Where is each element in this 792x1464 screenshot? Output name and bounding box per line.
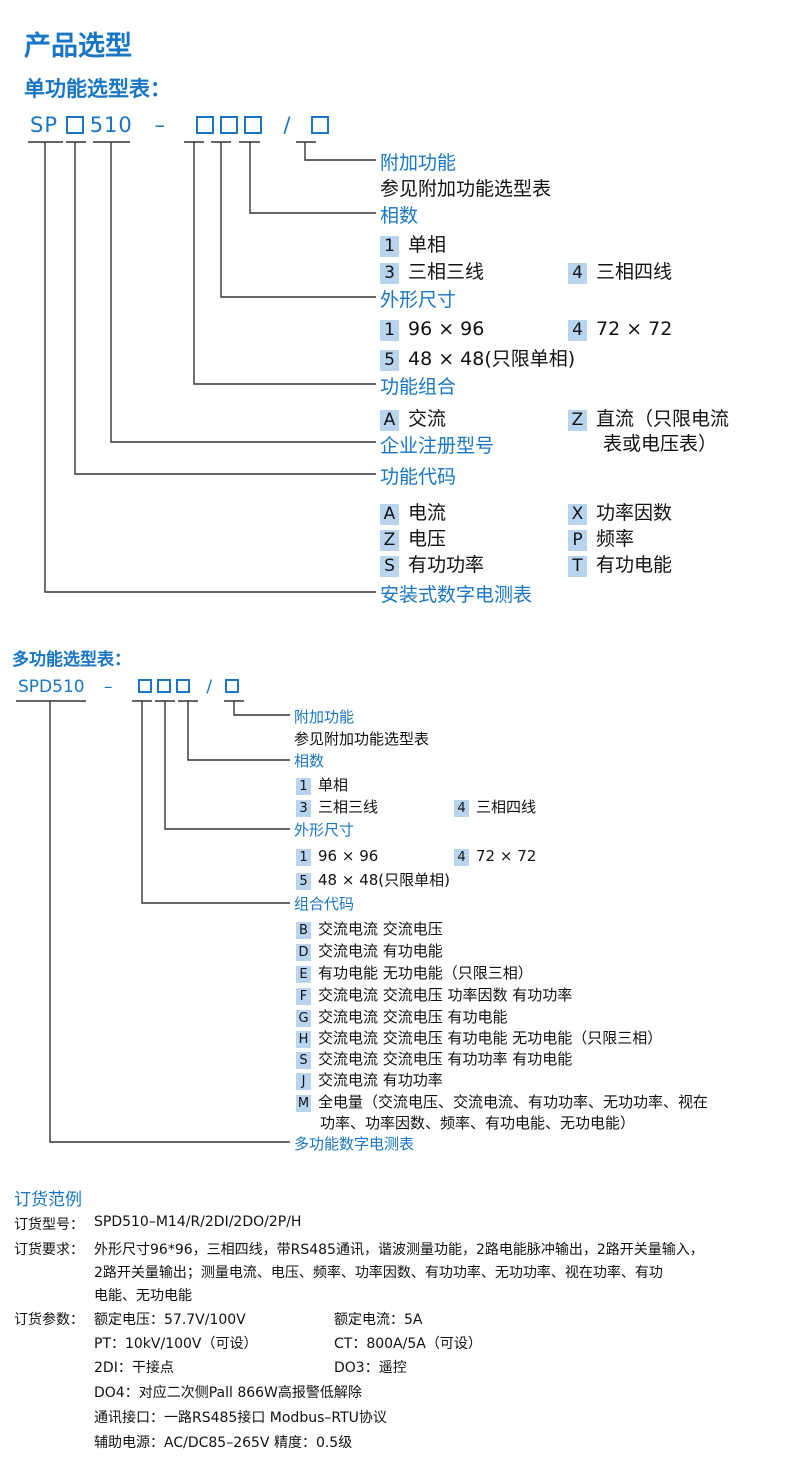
single-install-label: 安装式数字电测表 — [380, 584, 533, 606]
order-param-label: 订货参数： — [14, 1312, 84, 1328]
single-func-label: 功能代码 — [380, 466, 457, 488]
multi-size-label: 外形尺寸 — [294, 821, 355, 839]
multi-code-dash: – — [104, 677, 113, 697]
multi-code-slot-phase — [175, 679, 190, 693]
multi-combo-label: 组合代码 — [294, 895, 355, 913]
order-title: 订货范例 — [14, 1190, 82, 1210]
single-code-slot-extra — [311, 116, 330, 134]
single-combo-label: 功能组合 — [380, 376, 457, 398]
single-code-slot-size — [219, 116, 238, 134]
order-req-line: 电能、无功电能 — [94, 1288, 192, 1304]
multi-code-slot-combo — [137, 679, 152, 693]
order-do3: DO3：遥控 — [334, 1360, 407, 1376]
single-size-label: 外形尺寸 — [380, 289, 457, 311]
order-req-line: 外形尺寸96*96，三相四线，带RS485通讯，谐波测量功能，2路电能脉冲输出，… — [94, 1242, 704, 1258]
order-model-label: 订货型号： — [14, 1217, 84, 1233]
single-code-slash: / — [283, 113, 292, 137]
single-section-title: 单功能选型表： — [24, 77, 171, 101]
single-code-mid: 510 — [89, 113, 133, 137]
order-di: 2DI：干接点 — [94, 1360, 174, 1376]
single-code-prefix: SP — [30, 113, 58, 137]
single-model-code: SP 510 – / — [30, 113, 335, 137]
multi-extra-desc: 参见附加功能选型表 — [294, 730, 430, 748]
single-code-slot-combo — [195, 116, 214, 134]
order-pt: PT：10kV/100V（可设） — [94, 1336, 258, 1352]
page-title: 产品选型 — [24, 31, 132, 62]
multi-phase-label: 相数 — [294, 752, 325, 770]
multi-extra-label: 附加功能 — [294, 708, 355, 726]
single-code-slot-func — [65, 116, 84, 134]
single-phase-label: 相数 — [380, 205, 419, 227]
multi-model-code: SPD510 – / — [18, 677, 244, 697]
multi-install-label: 多功能数字电测表 — [294, 1135, 415, 1153]
multi-combo-note: 功率、功率因数、频率、有功电能、无功电能） — [320, 1114, 636, 1132]
multi-code-slash: / — [206, 677, 213, 697]
order-do4: DO4：对应二次侧Pall 866W高报警低解除 — [94, 1385, 362, 1401]
order-comm: 通讯接口：一路RS485接口 Modbus–RTU协议 — [94, 1410, 387, 1426]
single-code-dash: – — [154, 113, 166, 137]
order-ct: CT：800A/5A（可设） — [334, 1336, 482, 1352]
multi-code-slot-extra — [225, 679, 240, 693]
single-extra-label: 附加功能 — [380, 152, 457, 174]
multi-code-prefix: SPD510 — [18, 677, 85, 697]
multi-code-slot-size — [156, 679, 171, 693]
order-model-value: SPD510–M14/R/2DI/2DO/2P/H — [94, 1214, 302, 1230]
single-reg-label: 企业注册型号 — [380, 435, 495, 457]
multi-section-title: 多功能选型表： — [12, 650, 131, 670]
order-req-line: 2路开关量输出；测量电流、电压、频率、功率因数、有功功率、无功功率、视在功率、有… — [94, 1265, 663, 1281]
single-code-slot-phase — [243, 116, 262, 134]
order-rated-current: 额定电流：5A — [334, 1312, 423, 1328]
single-extra-desc: 参见附加功能选型表 — [380, 178, 552, 200]
order-rated-voltage: 额定电压：57.7V/100V — [94, 1312, 246, 1328]
single-combo-note: 表或电压表） — [603, 433, 718, 455]
order-req-label: 订货要求： — [14, 1242, 84, 1258]
order-aux: 辅助电源：AC/DC85–265V 精度：0.5级 — [94, 1435, 353, 1451]
